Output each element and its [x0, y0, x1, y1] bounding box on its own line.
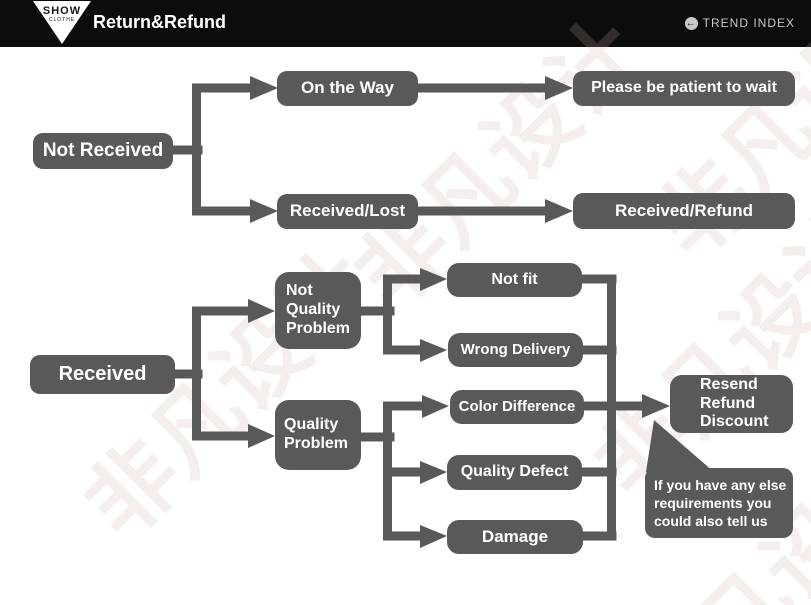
connector-on-the-way-to-wait: [413, 76, 573, 100]
connector-not-received-branch: [165, 76, 278, 223]
node-damage: Damage: [447, 520, 583, 554]
trend-index-label: TREND INDEX: [702, 16, 795, 30]
speech-bubble-note: If you have any else requirements you co…: [645, 468, 793, 538]
node-received-lost: Received/Lost: [277, 194, 418, 229]
node-received: Received: [30, 355, 175, 394]
node-not-quality-problem: Not Quality Problem: [275, 272, 361, 349]
node-not-fit: Not fit: [447, 263, 582, 297]
node-quality-problem: Quality Problem: [275, 400, 361, 470]
node-color-difference: Color Difference: [450, 390, 584, 424]
node-resend-refund-discount: Resend Refund Discount: [670, 375, 793, 433]
connector-quality-branch: [353, 395, 449, 548]
header-bar: SHOW CLOTHE Return&Refund ← TREND INDEX: [0, 0, 811, 47]
connector-collector-to-resend: [575, 274, 670, 541]
node-quality-defect: Quality Defect: [447, 455, 582, 490]
node-wrong-delivery: Wrong Delivery: [448, 333, 583, 367]
circled-arrow-icon: ←: [684, 16, 698, 30]
brand-logo-text: SHOW: [42, 5, 82, 17]
node-not-received: Not Received: [33, 133, 173, 169]
brand-logo-subtext: CLOTHE: [48, 17, 76, 23]
page-title: Return&Refund: [93, 12, 226, 32]
connector-received-branch: [167, 299, 275, 448]
connector-received-lost-to-refund: [413, 199, 573, 223]
node-on-the-way: On the Way: [277, 71, 418, 106]
connector-not-quality-branch: [353, 268, 447, 362]
node-received-refund: Received/Refund: [573, 193, 795, 229]
bubble-tail: [646, 420, 714, 472]
node-please-be-patient: Please be patient to wait: [573, 71, 795, 106]
trend-index: ← TREND INDEX: [684, 16, 795, 30]
